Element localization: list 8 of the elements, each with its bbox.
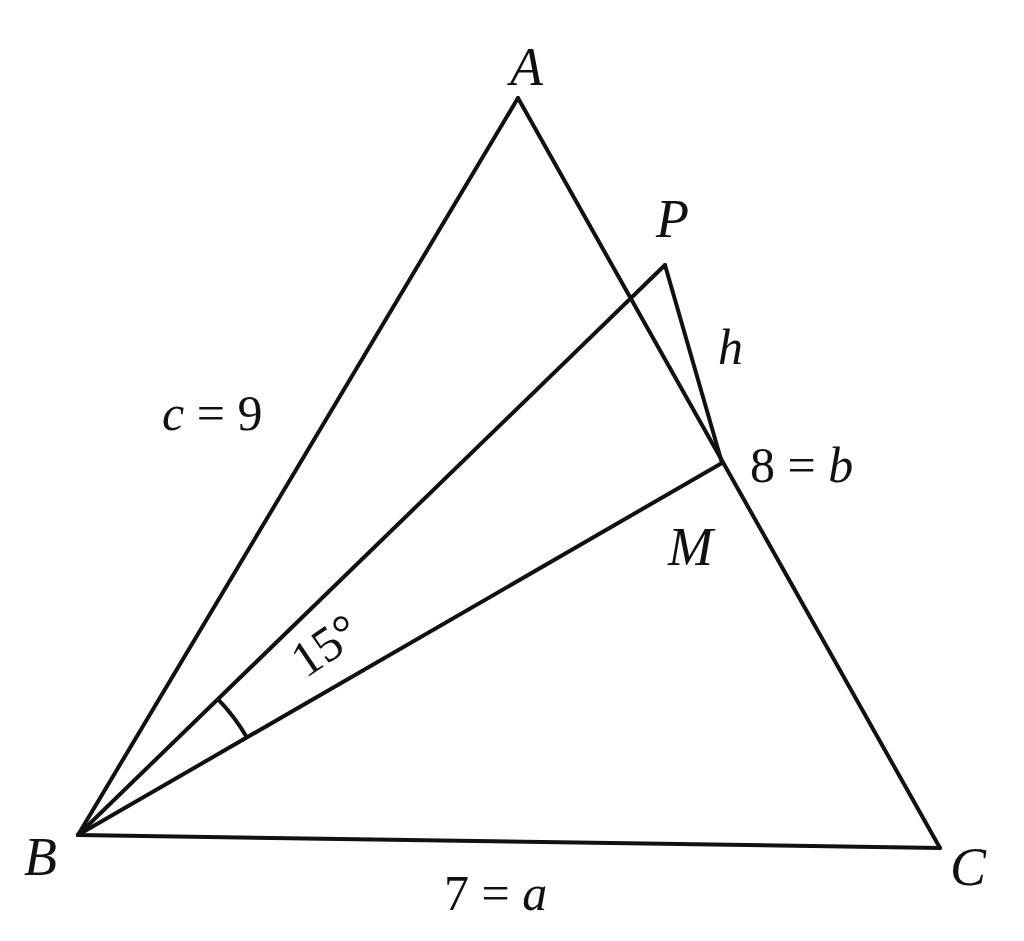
vertex-label: C xyxy=(950,840,987,894)
line-segment xyxy=(76,461,724,837)
line-segment xyxy=(663,263,724,465)
line-segment xyxy=(76,833,942,850)
vertex-label: B xyxy=(24,830,57,884)
angle-label: 15° xyxy=(282,604,368,686)
vertex-label: P xyxy=(656,192,689,246)
line-segment xyxy=(516,96,942,850)
